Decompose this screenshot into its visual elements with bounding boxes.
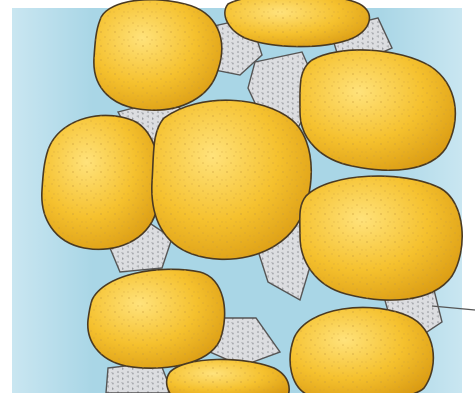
grain-texture <box>300 176 462 300</box>
grain-texture <box>88 269 225 368</box>
grain-texture <box>42 115 160 249</box>
grain-texture <box>94 0 222 110</box>
grain-texture <box>290 307 433 393</box>
grain-texture <box>300 50 455 170</box>
grain-texture <box>152 100 311 259</box>
